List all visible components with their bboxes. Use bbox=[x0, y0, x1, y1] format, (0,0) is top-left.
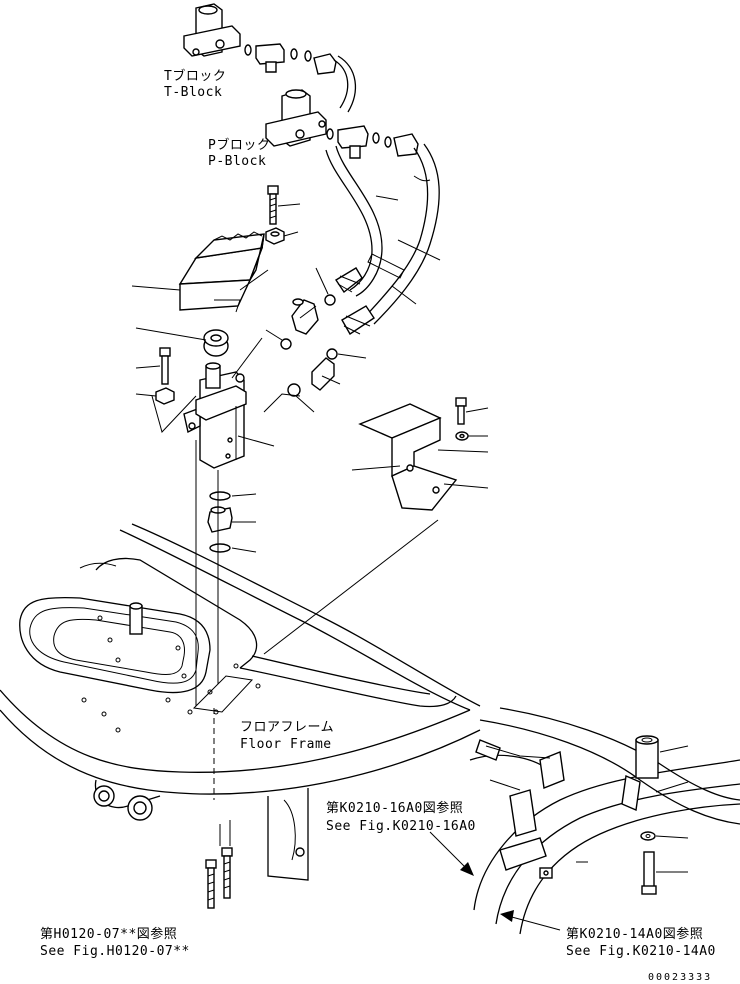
p-block-part bbox=[265, 89, 327, 147]
t-block-label-jp: Tブロック bbox=[164, 68, 226, 84]
bolt-right bbox=[455, 397, 467, 425]
o-ring-6 bbox=[209, 543, 231, 553]
bolt-lower-1 bbox=[205, 859, 217, 909]
bolt-upper bbox=[267, 185, 279, 225]
ref-k0210-16a0-jp: 第K0210-16A0図参照 bbox=[326, 800, 463, 816]
o-ring-1 bbox=[324, 294, 336, 306]
o-ring-4 bbox=[287, 383, 301, 397]
bolt-harness bbox=[641, 851, 657, 895]
floor-frame-label-jp: フロアフレーム bbox=[240, 720, 334, 735]
straight-fitting bbox=[311, 357, 335, 391]
p-block-fitting bbox=[326, 125, 380, 159]
bolt-left bbox=[159, 347, 171, 385]
elbow-fitting bbox=[291, 298, 319, 335]
bolt-lower-2 bbox=[221, 847, 233, 899]
valve-block bbox=[183, 362, 247, 469]
ref-k0210-16a0-en: See Fig.K0210-16A0 bbox=[326, 819, 476, 834]
adapter-fitting bbox=[207, 506, 233, 533]
p-block-label-jp: Pブロック bbox=[208, 137, 270, 153]
o-ring-2 bbox=[280, 338, 292, 350]
wire-harness-detail bbox=[469, 707, 740, 935]
floor-frame bbox=[0, 523, 481, 881]
p-block-label-en: P-Block bbox=[208, 154, 266, 169]
bracket bbox=[358, 403, 458, 511]
drawing-number: 00023333 bbox=[648, 972, 712, 983]
t-block-hose bbox=[304, 50, 357, 113]
ref-h0120-07-jp: 第H0120-07**図参照 bbox=[40, 926, 177, 942]
o-ring-5 bbox=[209, 491, 231, 501]
p-block-hose-end bbox=[384, 133, 419, 157]
floor-frame-label-en: Floor Frame bbox=[240, 737, 332, 752]
ref-k0210-14a0-en: See Fig.K0210-14A0 bbox=[566, 944, 716, 959]
ref-k0210-14a0-jp: 第K0210-14A0図参照 bbox=[566, 926, 703, 942]
hose-coupling-left bbox=[335, 267, 363, 294]
spacer-ring bbox=[203, 329, 229, 357]
t-block-fitting bbox=[244, 43, 298, 73]
cover-plate bbox=[178, 231, 265, 311]
hydraulic-hoses bbox=[325, 143, 440, 325]
hose-coupling-right bbox=[341, 305, 375, 335]
washer-harness bbox=[640, 831, 656, 841]
o-ring-3 bbox=[326, 348, 338, 360]
spacer-collar bbox=[635, 735, 659, 779]
t-block-label-en: T-Block bbox=[164, 85, 222, 100]
ref-h0120-07-en: See Fig.H0120-07** bbox=[40, 944, 190, 959]
washer-left bbox=[155, 387, 175, 405]
washer-right bbox=[455, 431, 469, 441]
washer-upper bbox=[265, 227, 285, 245]
t-block-part bbox=[183, 3, 241, 57]
